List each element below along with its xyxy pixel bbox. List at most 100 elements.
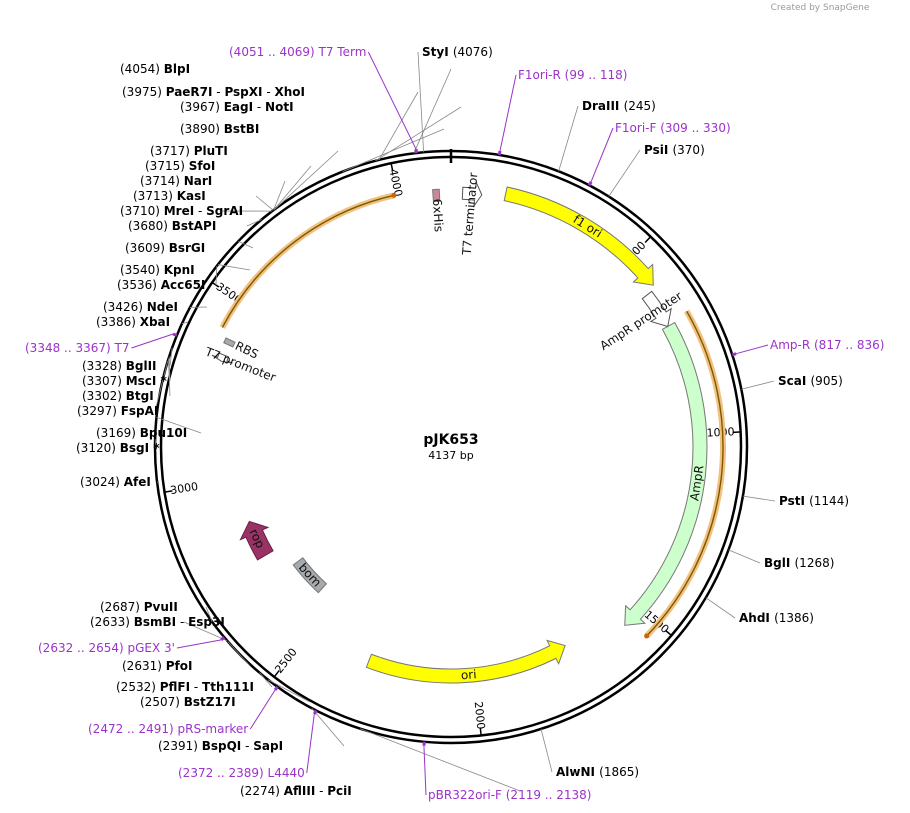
enzyme-site-ndei: (3426) NdeI bbox=[103, 300, 178, 314]
plasmid-size: 4137 bp bbox=[428, 449, 473, 462]
enzyme-site-styi: StyI (4076) bbox=[422, 45, 493, 59]
primer-mark-3 bbox=[731, 352, 737, 357]
leader-bsmbi bbox=[183, 621, 228, 642]
leader-alwni bbox=[540, 728, 553, 773]
enzyme-site-bgli: BglI (1268) bbox=[764, 556, 834, 570]
plasmid-name: pJK653 bbox=[423, 432, 478, 448]
feature-ampr-promoter bbox=[641, 290, 672, 328]
feature-ori bbox=[365, 639, 566, 684]
enzyme-site-pflfi: (2532) PflFI - Tth111I bbox=[116, 680, 254, 694]
enzyme-site-scai: ScaI (905) bbox=[778, 374, 843, 388]
leader-pluti bbox=[274, 150, 339, 210]
enzyme-site-pfoi: (2631) PfoI bbox=[122, 659, 192, 673]
leader-kpni bbox=[217, 264, 251, 271]
feature-f1-ori bbox=[503, 186, 654, 286]
tick-500 bbox=[644, 235, 652, 243]
primer-site-f1ori-f-309-330: F1ori-F (309 .. 330) bbox=[615, 121, 731, 135]
orf-end-0 bbox=[391, 192, 397, 198]
orf-arc-1 bbox=[646, 310, 724, 637]
primer-leader-8 bbox=[423, 745, 427, 796]
snapgene-credit: Created by SnapGene bbox=[771, 3, 870, 13]
tick-3000 bbox=[163, 490, 173, 493]
enzyme-site-xbai: (3386) XbaI bbox=[96, 315, 170, 329]
leader-btgi bbox=[168, 358, 171, 397]
enzyme-site-bstbi: (3890) BstBI bbox=[180, 122, 259, 136]
primer-leader-3 bbox=[735, 344, 769, 355]
primer-site-3348-3367-t7: (3348 .. 3367) T7 bbox=[25, 341, 129, 355]
leader-bpu10i bbox=[156, 416, 202, 434]
leader-msci bbox=[168, 356, 171, 382]
tick-label-3000: 3000 bbox=[169, 480, 199, 497]
leader-bspqi bbox=[311, 707, 345, 747]
leader-fspai bbox=[154, 360, 169, 412]
tick-label-4000: 4000 bbox=[386, 168, 405, 198]
feature-label-ampr: AmpR bbox=[687, 464, 706, 502]
orf-arc-0 bbox=[221, 194, 395, 328]
leader-lines bbox=[131, 51, 776, 796]
tick-label-2500: 2500 bbox=[272, 646, 299, 676]
leader-bsgi bbox=[154, 439, 157, 449]
enzyme-site-afei: (3024) AfeI bbox=[80, 475, 151, 489]
enzyme-site-bsmbi: (2633) BsmBI - Esp3I bbox=[90, 615, 225, 629]
leader-nari bbox=[273, 180, 286, 211]
primer-leader-1 bbox=[499, 74, 517, 152]
feature-label-f1-ori: f1 ori bbox=[571, 212, 605, 240]
primer-leader-4 bbox=[131, 333, 174, 349]
primer-site-4051-4069-t7-term: (4051 .. 4069) T7 Term bbox=[229, 45, 366, 59]
enzyme-site-psti: PstI (1144) bbox=[779, 494, 849, 508]
feature-rbs bbox=[223, 337, 236, 348]
enzyme-site-alwni: AlwNI (1865) bbox=[556, 765, 639, 779]
enzyme-site-eagi: (3967) EagI - NotI bbox=[180, 100, 294, 114]
feature-rop bbox=[239, 520, 274, 561]
tick-1500 bbox=[664, 629, 673, 637]
site-labels: (3975) PaeR7I - PspXI - XhoI(3967) EagI … bbox=[25, 45, 884, 802]
leader-psii bbox=[608, 149, 641, 197]
primer-mark-6 bbox=[273, 685, 279, 691]
leader-bstz17i bbox=[267, 679, 311, 703]
leader-bsrgi bbox=[238, 240, 254, 249]
enzyme-site-acc65i: (3536) Acc65I bbox=[117, 278, 205, 292]
leader-pflfi bbox=[259, 672, 273, 688]
enzyme-site-paer7i: (3975) PaeR7I - PspXI - XhoI bbox=[122, 85, 305, 99]
leader-bstapi bbox=[246, 219, 262, 227]
primer-site-2472-2491-prs-marker: (2472 .. 2491) pRS-marker bbox=[88, 722, 248, 736]
feature-label-t7-terminator: T7 terminator bbox=[460, 172, 481, 256]
primer-site-f1ori-r-99-118: F1ori-R (99 .. 118) bbox=[518, 68, 627, 82]
leader-acc65i bbox=[215, 265, 218, 286]
enzyme-site-bsrgi: (3609) BsrGI bbox=[125, 241, 205, 255]
enzyme-site-mrei: (3710) MreI - SgrAI bbox=[120, 204, 243, 218]
orf-glow-0 bbox=[219, 192, 395, 329]
enzyme-site-kasi: (3713) KasI bbox=[133, 189, 206, 203]
leader-afliii bbox=[359, 728, 521, 792]
enzyme-site-psii: PsiI (370) bbox=[644, 143, 705, 157]
primer-mark-1 bbox=[497, 150, 502, 156]
leader-draiii bbox=[558, 105, 579, 172]
tick-4000 bbox=[390, 162, 394, 172]
enzyme-site-msci: (3307) MscI * bbox=[82, 374, 168, 388]
primer-site-pbr322ori-f-2119-2138: pBR322ori-F (2119 .. 2138) bbox=[428, 788, 591, 802]
leader-sfoi bbox=[273, 165, 312, 211]
enzyme-site-bstz17i: (2507) BstZ17I bbox=[140, 695, 236, 709]
enzyme-site-draiii: DraIII (245) bbox=[582, 99, 656, 113]
enzyme-site-afliii: (2274) AflIII - PciI bbox=[240, 784, 352, 798]
feature-label-ori: ori bbox=[460, 667, 477, 682]
primer-leader-6 bbox=[249, 689, 276, 730]
leader-pfoi bbox=[227, 641, 251, 667]
leader-bglii bbox=[169, 347, 173, 367]
enzyme-site-bspqi: (2391) BspQI - SapI bbox=[158, 739, 283, 753]
feature-t7-promoter bbox=[211, 352, 233, 364]
enzyme-site-fspai: (3297) FspAI bbox=[77, 404, 158, 418]
leader-kasi bbox=[255, 195, 274, 211]
enzyme-site-bstapi: (3680) BstAPI bbox=[128, 219, 216, 233]
primer-site-2632-2654-pgex-3: (2632 .. 2654) pGEX 3' bbox=[38, 641, 175, 655]
tick-2000 bbox=[479, 727, 482, 737]
enzyme-site-ahdi: AhdI (1386) bbox=[739, 611, 814, 625]
primer-leader-0 bbox=[367, 51, 417, 150]
enzyme-site-btgi: (3302) BtgI bbox=[82, 389, 154, 403]
enzyme-site-blpi: (4054) BlpI bbox=[120, 62, 190, 76]
enzyme-site-nari: (3714) NarI bbox=[140, 174, 212, 188]
leader-bstbi bbox=[342, 128, 445, 172]
feature-ampr bbox=[624, 321, 708, 626]
feature-bom bbox=[292, 557, 328, 594]
